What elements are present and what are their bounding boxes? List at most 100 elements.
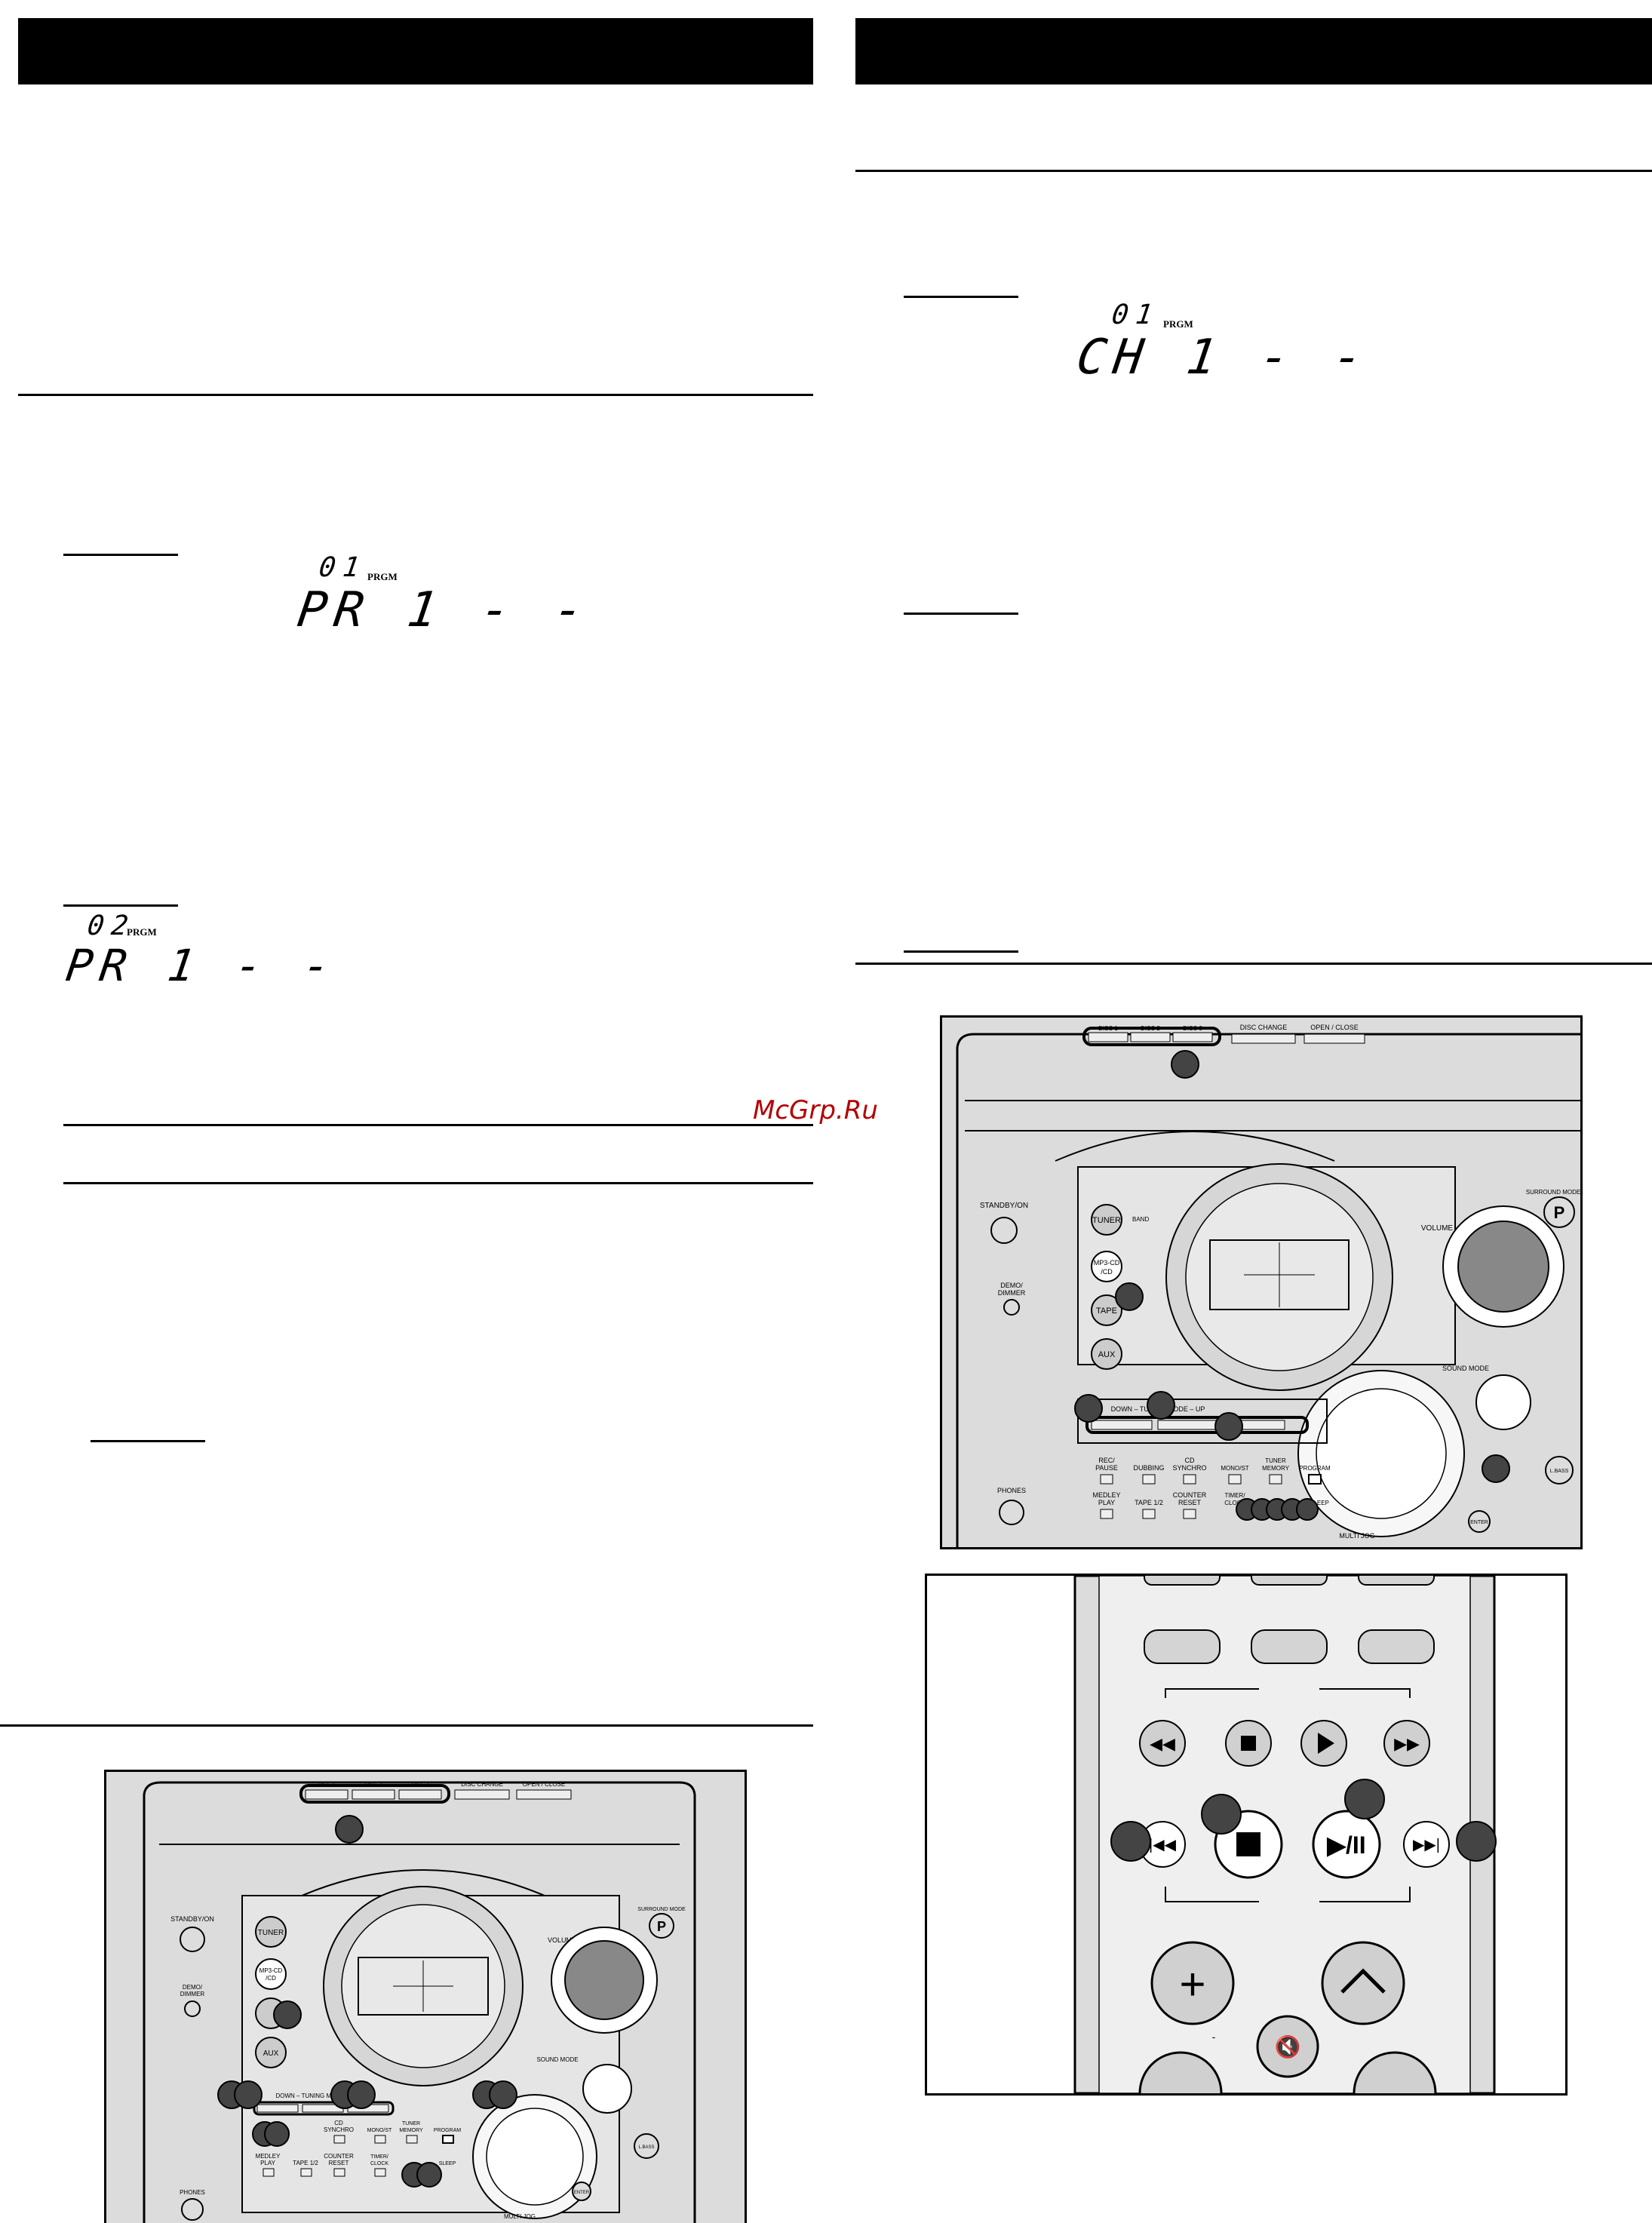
mono-st-label: MONO/ST [1221,1465,1248,1472]
lcd-main-text: CH 1 - - [1073,330,1374,385]
tape-1-2-button[interactable] [1142,1509,1156,1519]
skip-back-icon: |◀◀ [1149,1837,1177,1853]
minus-label: - [1212,2031,1216,2043]
volume-label: VOLUME [1421,1224,1454,1233]
program-button[interactable] [1308,1474,1322,1485]
tape-button[interactable] [1091,1294,1122,1326]
plus-button[interactable] [1150,1941,1235,2025]
disc-3-button[interactable] [398,1789,442,1800]
tuner-memory-button[interactable] [406,2135,418,2144]
tuner-memory-label-1: TUNER [402,2121,420,2126]
program-button[interactable] [442,2135,454,2144]
disc-change-button[interactable] [1231,1033,1296,1044]
right-step-rule [904,950,1018,953]
counter-reset-button[interactable] [1183,1509,1196,1519]
callout-marker [489,2080,517,2109]
tuner-button[interactable] [255,1916,287,1948]
mp3-cd-button[interactable] [1091,1251,1122,1282]
disc-3-label: DISC 3 [1183,1025,1202,1032]
medley-play-button[interactable] [1100,1509,1113,1519]
medley-play-button[interactable] [263,2168,275,2177]
mono-st-button[interactable] [1228,1474,1242,1485]
sound-mode-knob[interactable] [1475,1374,1531,1430]
tuner-memory-button[interactable] [1269,1474,1282,1485]
callout-marker [1456,1821,1497,1862]
lcd-main-text: PR 1 - - [63,940,342,991]
tape-1-2-button[interactable] [300,2168,312,2177]
tape-1-2-label: TAPE 1/2 [1135,1499,1163,1506]
remote-button[interactable] [1144,1629,1221,1664]
tuning-label: DOWN – TUNING MODE – UP [276,2093,360,2099]
disc-1-button[interactable] [305,1789,349,1800]
skip-back-button[interactable] [256,2104,299,2113]
remote-top-button[interactable] [1144,1576,1221,1586]
prgm-indicator: PRGM [1163,318,1193,330]
lbass-button[interactable] [634,2133,659,2159]
up-button[interactable] [1321,1941,1405,2025]
remote-button[interactable] [1358,1629,1435,1664]
remote-drawing: ◀◀ ▶▶ |◀◀ ▶/II ▶▶| + - 🔇 [927,1576,1565,2093]
tuner-memory-label-1: TUNER [1265,1457,1286,1464]
mp3-cd-button[interactable] [255,1958,287,1990]
surround-mode-button[interactable] [1543,1196,1575,1228]
stop-button[interactable] [1157,1420,1219,1430]
rec-pause-button[interactable] [1100,1474,1113,1485]
lbass-button[interactable] [1545,1456,1574,1485]
surround-mode-button[interactable] [649,1913,674,1939]
left-section-rule [0,1724,813,1727]
disc-1-label: DISC 1 [1098,1025,1118,1032]
enter-label: ENTER [1470,1520,1488,1525]
disc-1-button[interactable] [1088,1032,1128,1042]
disc-2-label: DISC 2 [365,1782,382,1788]
rewind-button[interactable] [1139,1720,1186,1767]
play-pause-button[interactable] [1312,1810,1381,1879]
right-section-rule [855,170,1652,172]
standby-button[interactable] [990,1217,1018,1244]
demo-dimmer-button[interactable] [1003,1299,1020,1316]
tuner-label: TUNER [258,1929,284,1937]
open-close-button[interactable] [1303,1033,1365,1044]
mono-st-button[interactable] [374,2135,386,2144]
skip-forward-remote-button[interactable] [1403,1821,1450,1868]
disc-2-button[interactable] [352,1789,395,1800]
disc-change-button[interactable] [454,1789,510,1800]
p-logo: P [657,1919,666,1934]
dubbing-button[interactable] [1142,1474,1156,1485]
aux-button[interactable] [255,2037,287,2068]
enter-button[interactable] [572,2182,591,2201]
right-section-rule [855,963,1652,965]
medley-play-label-2: PLAY [260,2160,276,2166]
cd-synchro-button[interactable] [1183,1474,1196,1485]
callout-marker [1344,1779,1385,1819]
open-close-button[interactable] [516,1789,572,1800]
counter-reset-button[interactable] [333,2168,345,2177]
remote-top-button[interactable] [1358,1576,1435,1586]
disc-2-button[interactable] [1130,1032,1171,1042]
lcd-display-ch1: 01 PRGM CH 1 - - [1073,299,1374,385]
program-label: PROGRAM [434,2128,461,2133]
timer-clock-button[interactable] [374,2168,386,2177]
aux-button[interactable] [1091,1338,1122,1370]
demo-label: DEMO/ [183,1984,203,1991]
cd-synchro-label-2: SYNCHRO [1172,1464,1206,1472]
sound-mode-label: SOUND MODE [1442,1365,1489,1372]
tuner-label: TUNER [1092,1216,1121,1225]
disc-3-button[interactable] [1172,1032,1213,1042]
remote-top-button[interactable] [1251,1576,1328,1586]
tuner-button[interactable] [1091,1204,1122,1236]
fast-forward-button[interactable] [1383,1720,1430,1767]
main-unit-drawing: DISC 1 DISC 2 DISC 3 DISC CHANGE OPEN / … [942,1018,1580,1547]
remote-button[interactable] [1251,1629,1328,1664]
standby-button[interactable] [180,1927,205,1952]
demo-dimmer-button[interactable] [184,2000,201,2017]
right-header-bar [855,18,1652,84]
cd-synchro-button[interactable] [333,2135,345,2144]
mute-button[interactable] [1256,2015,1319,2078]
skip-back-button[interactable] [1091,1420,1153,1430]
enter-button[interactable] [1468,1510,1491,1533]
sound-mode-knob[interactable] [582,2064,632,2114]
cd-synchro-label-1: CD [334,2120,343,2126]
open-close-label: OPEN / CLOSE [1310,1024,1359,1031]
play-icon [1318,1733,1334,1754]
timer-clock-label-2: CLOCK [1224,1500,1245,1506]
